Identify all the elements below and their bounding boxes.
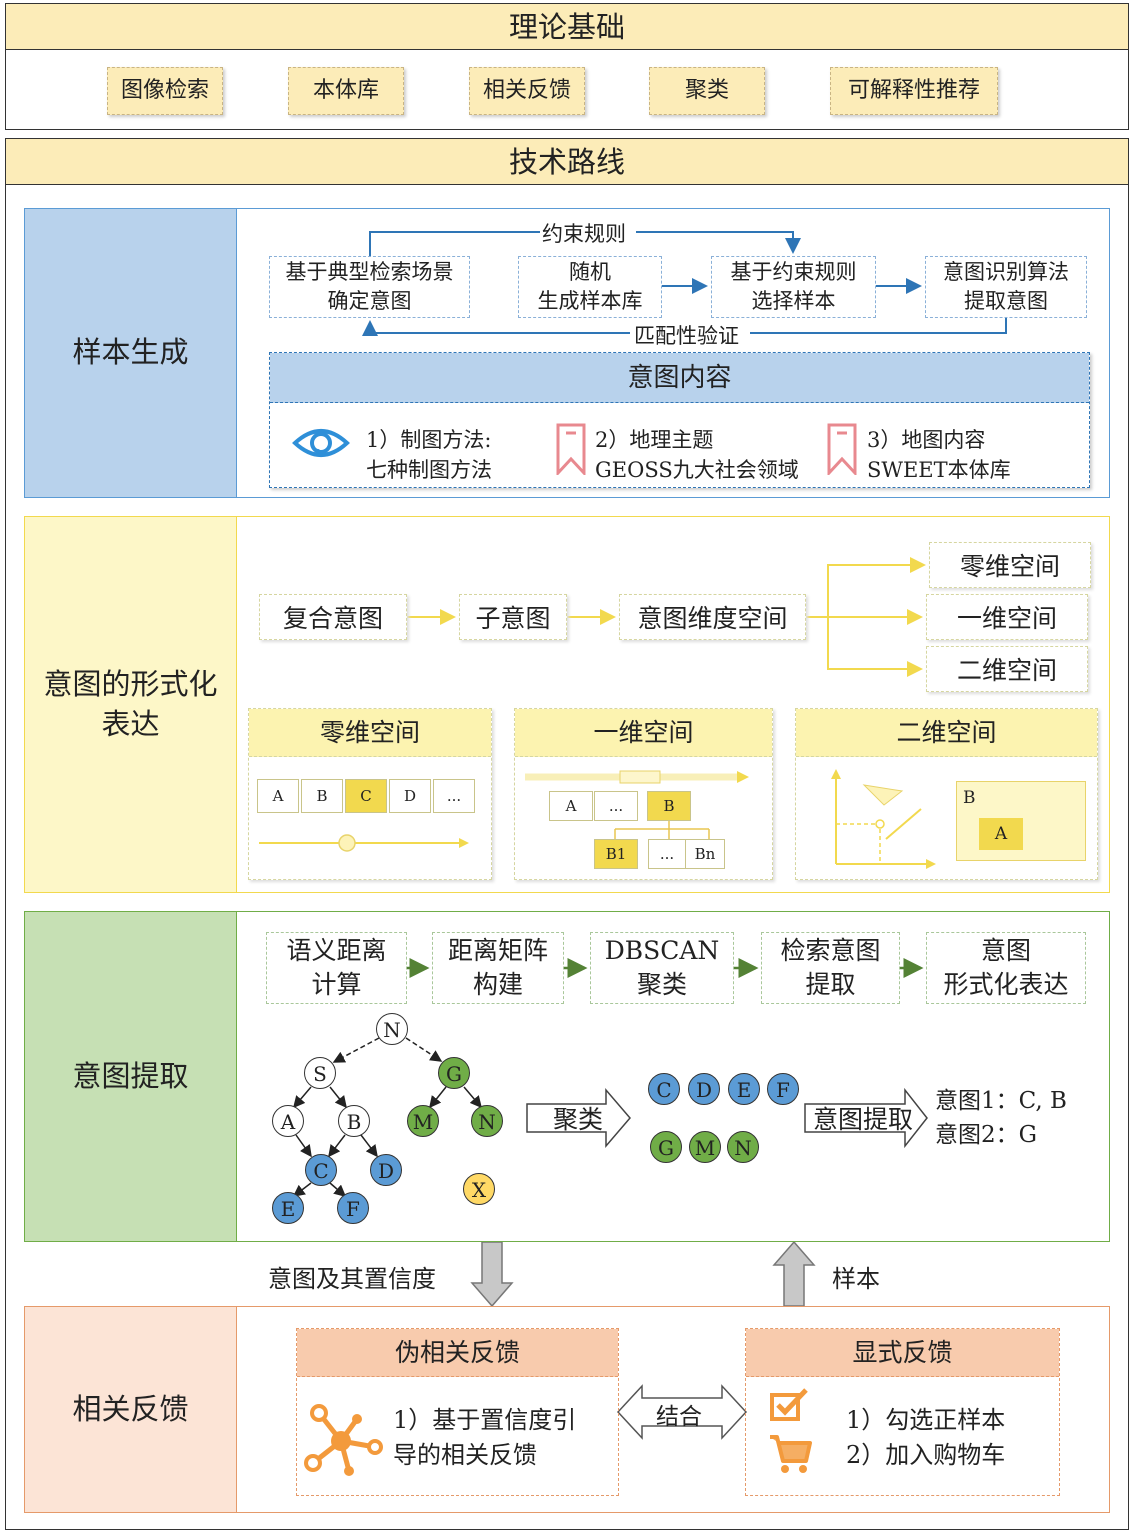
tree-node-e: E: [272, 1192, 304, 1224]
tree-node-c: C: [305, 1154, 337, 1186]
two-dim-panel: 二维空间 B A: [795, 708, 1098, 880]
tree-node-m: M: [407, 1105, 439, 1137]
sample-box-scenario: 基于典型检索场景 确定意图: [269, 256, 470, 318]
shopping-cart-icon: [768, 1433, 812, 1479]
theory-panel: 图像检索 本体库 相关反馈 聚类 可解释性推荐: [5, 50, 1129, 130]
theory-header: 理论基础: [5, 3, 1129, 50]
cluster-node-g: G: [650, 1131, 682, 1163]
cluster-node-f: F: [767, 1073, 799, 1105]
one-dim-branch: [614, 821, 710, 839]
feedback-label: 相关反馈: [24, 1306, 237, 1513]
tree-node-b: B: [338, 1105, 370, 1137]
zero-cell-selected: C: [345, 779, 387, 813]
zero-cell: A: [257, 779, 299, 813]
explicit-feedback-panel: 显式反馈 1）勾选正样本 2）加入购物车: [745, 1328, 1060, 1496]
one-child-cell: B1: [594, 839, 638, 869]
formal-sub-intent: 子意图: [459, 594, 567, 640]
extract-formal-expression: 意图 形式化表达: [926, 932, 1086, 1004]
two-dim-axes: [831, 769, 936, 869]
match-verify-label: 匹配性验证: [632, 320, 741, 350]
two-dim-inner-region: A: [979, 818, 1023, 850]
pseudo-feedback-panel: 伪相关反馈 1）基于置信度引 导的相关反馈: [296, 1328, 619, 1496]
zero-dim-title: 零维空间: [249, 709, 491, 757]
tree-node-a: A: [272, 1105, 304, 1137]
formal-label: 意图的形式化 表达: [24, 516, 237, 893]
intent-results: 意图1：C, B 意图2：G: [935, 1084, 1067, 1152]
intent-result-2: 意图2：G: [935, 1122, 1038, 1148]
extract-retrieval-intent: 检索意图 提取: [761, 932, 900, 1004]
tree-node-s: S: [304, 1057, 336, 1089]
one-cell: A: [549, 791, 593, 821]
two-dim-title: 二维空间: [796, 709, 1097, 757]
one-dim-title: 一维空间: [515, 709, 772, 757]
pseudo-feedback-title: 伪相关反馈: [297, 1329, 618, 1377]
sample-box-recognize: 意图识别算法 提取意图: [925, 256, 1087, 318]
intent-content-item-1: 1）制图方法: 七种制图方法: [366, 428, 492, 483]
network-icon: [299, 1401, 383, 1481]
bookmark-icon: [827, 423, 857, 479]
constraint-rule-label: 约束规则: [540, 218, 628, 248]
sample-box-select: 基于约束规则 选择样本: [711, 256, 876, 318]
extract-arrow-label: 意图提取: [813, 1105, 914, 1134]
eye-icon: [292, 425, 350, 465]
theory-item-clustering: 聚类: [649, 67, 765, 115]
cluster-node-c: C: [648, 1073, 680, 1105]
cluster-node-n: N: [727, 1131, 759, 1163]
intent-result-1: 意图1：C, B: [935, 1088, 1067, 1114]
pseudo-feedback-text: 1）基于置信度引 导的相关反馈: [393, 1406, 577, 1469]
cluster-arrow-label: 聚类: [553, 1105, 604, 1134]
one-dim-track: [525, 770, 749, 784]
zero-cell: B: [301, 779, 343, 813]
zero-dim-panel: 零维空间 A B C D ...: [248, 708, 492, 880]
explicit-feedback-text: 1）勾选正样本 2）加入购物车: [846, 1406, 1006, 1469]
tree-node-f: F: [337, 1192, 369, 1224]
tree-node-n: N: [376, 1013, 408, 1045]
intent-content-title: 意图内容: [270, 353, 1089, 403]
two-dim-outer-label: B: [963, 788, 976, 808]
intent-confidence-label: 意图及其置信度: [268, 1265, 436, 1293]
sample-box-random: 随机 生成样本库: [518, 256, 662, 318]
zero-cell: ...: [433, 779, 475, 813]
sample-label: 样本生成: [24, 208, 237, 498]
zero-slider: [259, 834, 469, 852]
one-child-cell: Bn: [685, 839, 725, 869]
theory-item-ontology: 本体库: [288, 67, 404, 115]
two-dim-outer-region: B A: [956, 781, 1086, 861]
explicit-feedback-title: 显式反馈: [746, 1329, 1059, 1377]
cluster-node-e: E: [728, 1073, 760, 1105]
sample-link-label: 样本: [832, 1265, 880, 1293]
dim-two: 二维空间: [926, 646, 1088, 692]
cluster-node-d: D: [688, 1073, 720, 1105]
dim-one: 一维空间: [926, 594, 1088, 640]
tree-node-x: X: [463, 1173, 495, 1205]
dim-zero: 零维空间: [929, 542, 1091, 588]
tech-header: 技术路线: [5, 138, 1129, 185]
intent-content-panel: 意图内容 1）制图方法: 七种制图方法 2）地理主题 GEOSS九大社会领域 3…: [269, 352, 1090, 488]
checkbox-icon: [770, 1387, 810, 1427]
formal-compound-intent: 复合意图: [259, 594, 407, 640]
tech-panel: [5, 185, 1129, 1530]
tree-node-n2: N: [471, 1105, 503, 1137]
bookmark-icon: [556, 423, 586, 479]
one-cell: ...: [594, 791, 638, 821]
one-cell-selected: B: [647, 791, 691, 821]
formal-dimension-space: 意图维度空间: [619, 594, 806, 640]
one-dim-panel: 一维空间 A ... B B1 ... Bn: [514, 708, 773, 880]
tree-node-d: D: [370, 1154, 402, 1186]
cluster-node-m: M: [689, 1131, 721, 1163]
theory-item-relevance-feedback: 相关反馈: [469, 67, 585, 115]
one-child-cell: ...: [648, 839, 686, 869]
combine-label: 结合: [656, 1404, 702, 1430]
extract-label: 意图提取: [24, 911, 237, 1242]
zero-cell: D: [389, 779, 431, 813]
extract-distance-matrix: 距离矩阵 构建: [432, 932, 564, 1004]
intent-content-item-2: 2）地理主题 GEOSS九大社会领域: [595, 428, 799, 483]
extract-dbscan: DBSCAN 聚类: [590, 932, 734, 1004]
tree-node-g: G: [438, 1057, 470, 1089]
intent-content-item-3: 3）地图内容 SWEET本体库: [867, 428, 1011, 483]
theory-item-image-retrieval: 图像检索: [107, 67, 223, 115]
theory-item-explainable: 可解释性推荐: [830, 67, 998, 115]
extract-semantic-distance: 语义距离 计算: [266, 932, 407, 1004]
